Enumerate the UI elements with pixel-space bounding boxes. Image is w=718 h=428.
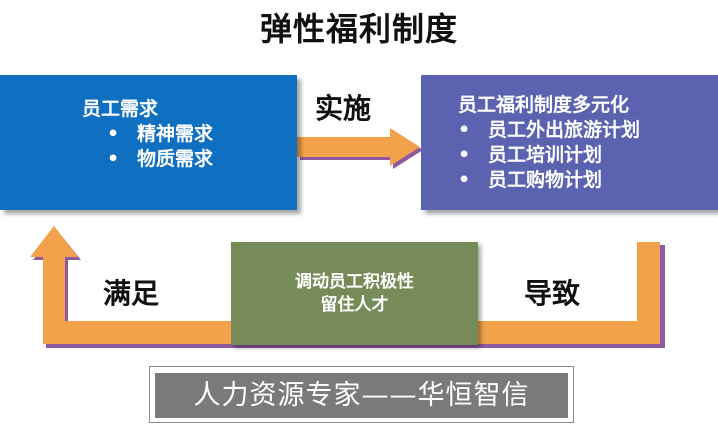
needs-item-material: 物质需求 [82,147,213,172]
needs-title: 员工需求 [82,98,159,120]
employee-needs-box: 员工需求 精神需求 物质需求 [0,75,297,210]
system-item-shopping: 员工购物计划 [458,168,640,193]
system-item-training: 员工培训计划 [458,143,640,168]
system-title: 员工福利制度多元化 [458,94,630,116]
satisfy-label: 满足 [103,277,160,310]
motivation-line-1: 调动员工积极性 [295,272,414,292]
lead-label: 导致 [524,277,581,310]
page-title: 弹性福利制度 [259,10,458,48]
footer-frame [149,366,574,423]
system-item-travel: 员工外出旅游计划 [458,118,640,143]
needs-item-spiritual: 精神需求 [82,122,213,147]
footer-banner: 人力资源专家——华恒智信 [155,373,568,418]
loop-arrow [30,226,660,344]
motivation-line-2: 留住人才 [320,295,389,315]
welfare-system-box: 员工福利制度多元化 员工外出旅游计划 员工培训计划 员工购物计划 [421,75,718,210]
implement-arrow [297,128,420,166]
motivation-box: 调动员工积极性 留住人才 [231,242,478,345]
implement-label: 实施 [315,92,372,125]
